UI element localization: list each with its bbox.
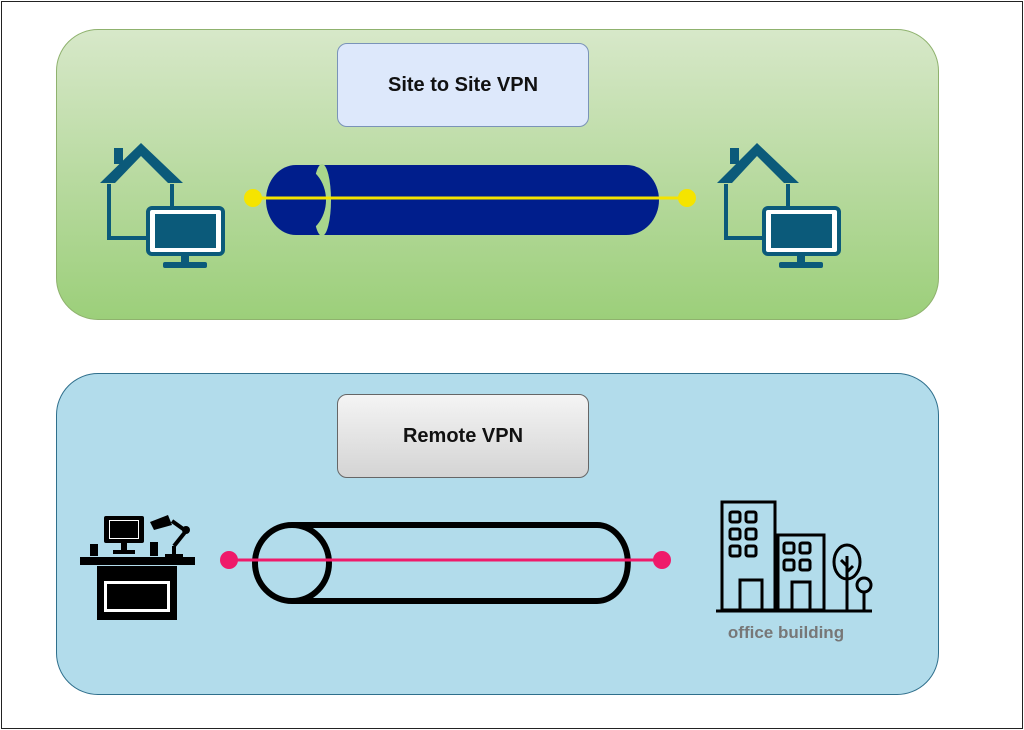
site-to-site-title: Site to Site VPN: [337, 43, 589, 127]
office-building-label: office building: [727, 623, 845, 642]
left-house-computer-icon: [100, 143, 225, 268]
office-building-icon: [716, 500, 873, 613]
link-endpoint-right: [653, 551, 671, 569]
site-to-site-link: [244, 189, 696, 207]
remote-link: [220, 551, 671, 569]
remote-vpn-panel: Remote VPN: [56, 373, 939, 695]
right-house-computer-icon: [717, 143, 841, 268]
link-endpoint-right: [678, 189, 696, 207]
remote-vpn-title: Remote VPN: [337, 394, 589, 478]
site-to-site-panel: Site to Site VPN: [56, 29, 939, 320]
desk-workstation-icon: [80, 515, 195, 620]
link-endpoint-left: [244, 189, 262, 207]
link-endpoint-left: [220, 551, 238, 569]
site-to-site-tunnel: [266, 164, 659, 236]
remote-tunnel: [252, 522, 631, 604]
